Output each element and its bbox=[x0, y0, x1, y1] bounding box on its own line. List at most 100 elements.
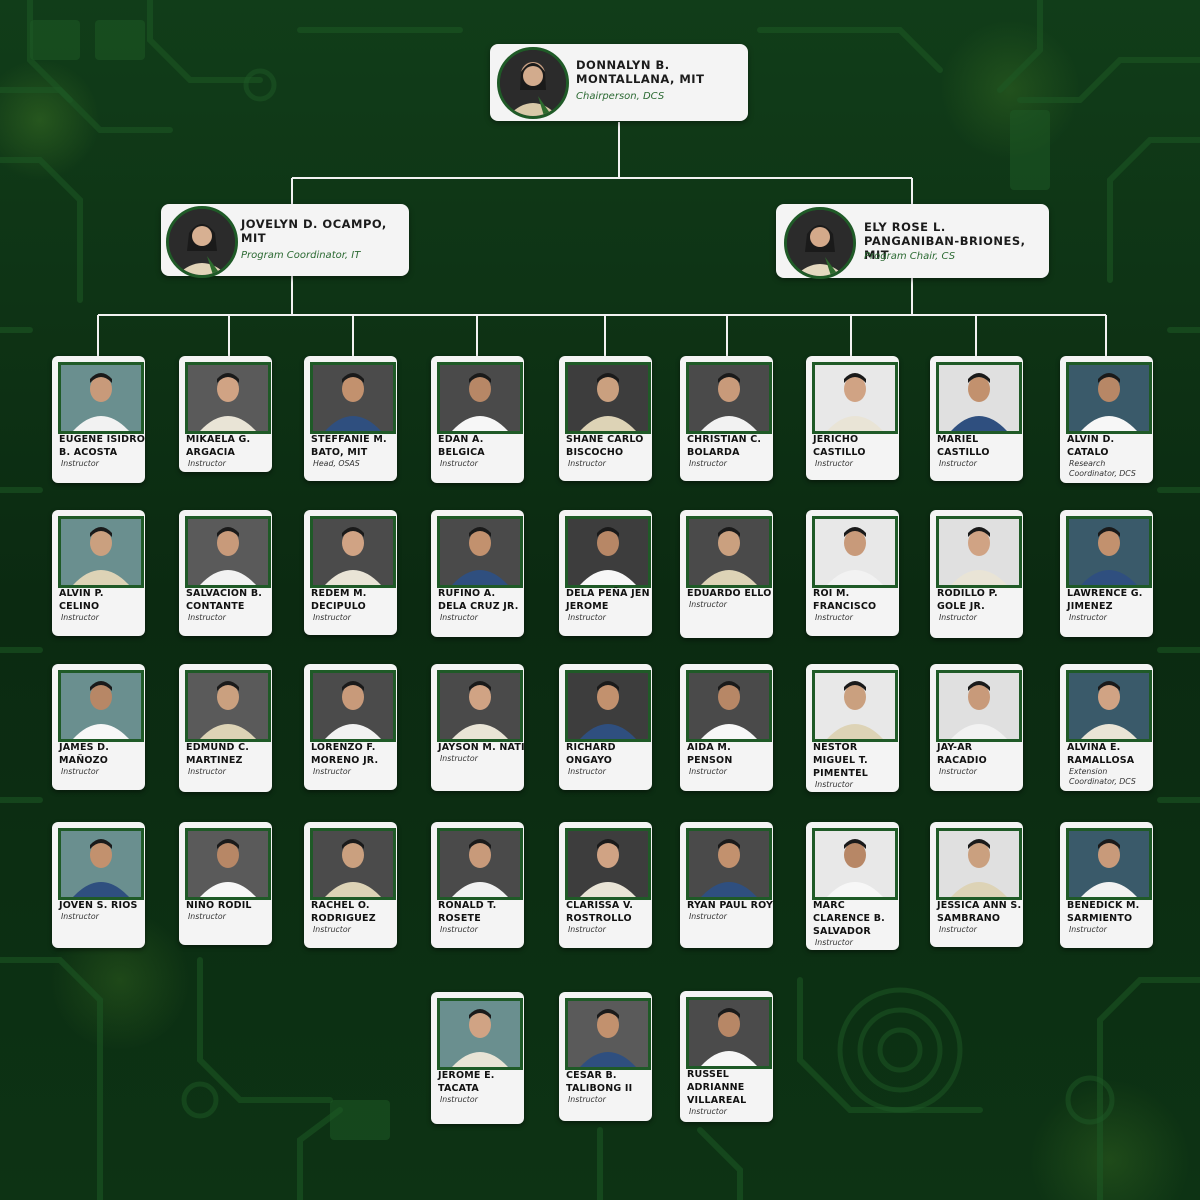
faculty-photo bbox=[185, 516, 271, 588]
faculty-photo bbox=[185, 828, 271, 900]
faculty-role: Instructor bbox=[568, 613, 606, 622]
faculty-name: ALVIN P. CELINO bbox=[59, 588, 104, 612]
faculty-photo bbox=[310, 362, 396, 434]
faculty-role: Instructor bbox=[188, 912, 226, 921]
faculty-name: LAWRENCE G. JIMENEZ bbox=[1067, 588, 1143, 612]
faculty-role: Instructor bbox=[440, 1095, 478, 1104]
faculty-role: Instructor bbox=[568, 767, 606, 776]
faculty-name: EDMUND C. MARTINEZ bbox=[186, 742, 250, 766]
faculty-name: RACHEL O. RODRIGUEZ bbox=[311, 900, 376, 924]
faculty-photo bbox=[437, 516, 523, 588]
faculty-name: DELA PEÑA JEN JEROME bbox=[566, 588, 650, 612]
faculty-name: MARIEL CASTILLO bbox=[937, 434, 990, 458]
faculty-role: Instructor bbox=[689, 600, 727, 609]
faculty-role: Instructor bbox=[689, 1107, 727, 1116]
faculty-role: Instructor bbox=[939, 613, 977, 622]
faculty-photo bbox=[437, 998, 523, 1070]
faculty-photo bbox=[565, 998, 651, 1070]
faculty-role: Instructor bbox=[815, 613, 853, 622]
chairperson-role: Chairperson, DCS bbox=[576, 91, 665, 102]
faculty-name: AIDA M. PENSON bbox=[687, 742, 733, 766]
faculty-photo bbox=[936, 828, 1022, 900]
faculty-name: EDAN A. BELGICA bbox=[438, 434, 485, 458]
faculty-photo bbox=[936, 670, 1022, 742]
faculty-photo bbox=[812, 670, 898, 742]
faculty-name: JEROME E. TACATA bbox=[438, 1070, 495, 1094]
faculty-role: Instructor bbox=[815, 459, 853, 468]
coordinator-card-1: JOVELYN D. OCAMPO, MIT Program Coordinat… bbox=[161, 204, 409, 278]
faculty-photo bbox=[565, 670, 651, 742]
faculty-name: BENEDICK M. SARMIENTO bbox=[1067, 900, 1140, 924]
faculty-role: Instructor bbox=[188, 613, 226, 622]
faculty-role: Instructor bbox=[689, 459, 727, 468]
faculty-role: Instructor bbox=[1069, 613, 1107, 622]
faculty-photo bbox=[1066, 828, 1152, 900]
faculty-name: LORENZO F. MORENO JR. bbox=[311, 742, 379, 766]
faculty-photo bbox=[437, 670, 523, 742]
faculty-role: Instructor bbox=[61, 767, 99, 776]
faculty-name: JESSICA ANN S. SAMBRANO bbox=[937, 900, 1022, 924]
faculty-name: CHRISTIAN C. BOLARDA bbox=[687, 434, 762, 458]
faculty-name: SALVACION B. CONTANTE bbox=[186, 588, 263, 612]
faculty-name: JAYSON M. NATI bbox=[438, 742, 525, 753]
coordinator-1-photo bbox=[166, 206, 238, 278]
faculty-role: Instructor bbox=[188, 767, 226, 776]
faculty-photo bbox=[812, 516, 898, 588]
faculty-name: EDUARDO ELLO bbox=[687, 588, 772, 599]
faculty-role: Instructor bbox=[1069, 925, 1107, 934]
faculty-role: Instructor bbox=[689, 912, 727, 921]
faculty-photo bbox=[565, 362, 651, 434]
faculty-role: Instructor bbox=[568, 925, 606, 934]
coordinator-card-2: ELY ROSE L. PANGANIBAN-BRIONES, MIT Prog… bbox=[776, 204, 1049, 279]
faculty-photo bbox=[58, 516, 144, 588]
faculty-name: STEFFANIE M. BATO, MIT bbox=[311, 434, 387, 458]
faculty-name: MIKAELA G. ARGACIA bbox=[186, 434, 251, 458]
faculty-photo bbox=[58, 828, 144, 900]
coordinator-1-name: JOVELYN D. OCAMPO, MIT bbox=[241, 217, 387, 245]
faculty-role: Instructor bbox=[313, 613, 351, 622]
faculty-name: ALVIN D. CATALO bbox=[1067, 434, 1115, 458]
coordinator-2-role: Program Chair, CS bbox=[864, 251, 956, 262]
faculty-name: MARC CLARENCE B. SALVADOR bbox=[813, 900, 885, 937]
coordinator-2-name: ELY ROSE L. PANGANIBAN-BRIONES, MIT bbox=[864, 220, 1026, 262]
faculty-name: REDEM M. DECIPULO bbox=[311, 588, 367, 612]
faculty-photo bbox=[185, 670, 271, 742]
faculty-name: JAMES D. MAÑOZO bbox=[59, 742, 110, 766]
faculty-name: RODILLO P. GOLE JR. bbox=[937, 588, 998, 612]
faculty-card: LORENZO F. MORENO JR.Instructor bbox=[304, 664, 397, 790]
faculty-name: SHANE CARLO BISCOCHO bbox=[566, 434, 644, 458]
faculty-role: Instructor bbox=[440, 459, 478, 468]
faculty-role: Instructor bbox=[440, 613, 478, 622]
faculty-role: Instructor bbox=[188, 459, 226, 468]
faculty-photo bbox=[310, 828, 396, 900]
faculty-role: Instructor bbox=[939, 767, 977, 776]
faculty-photo bbox=[310, 670, 396, 742]
faculty-photo bbox=[1066, 670, 1152, 742]
faculty-role: Instructor bbox=[440, 754, 478, 763]
